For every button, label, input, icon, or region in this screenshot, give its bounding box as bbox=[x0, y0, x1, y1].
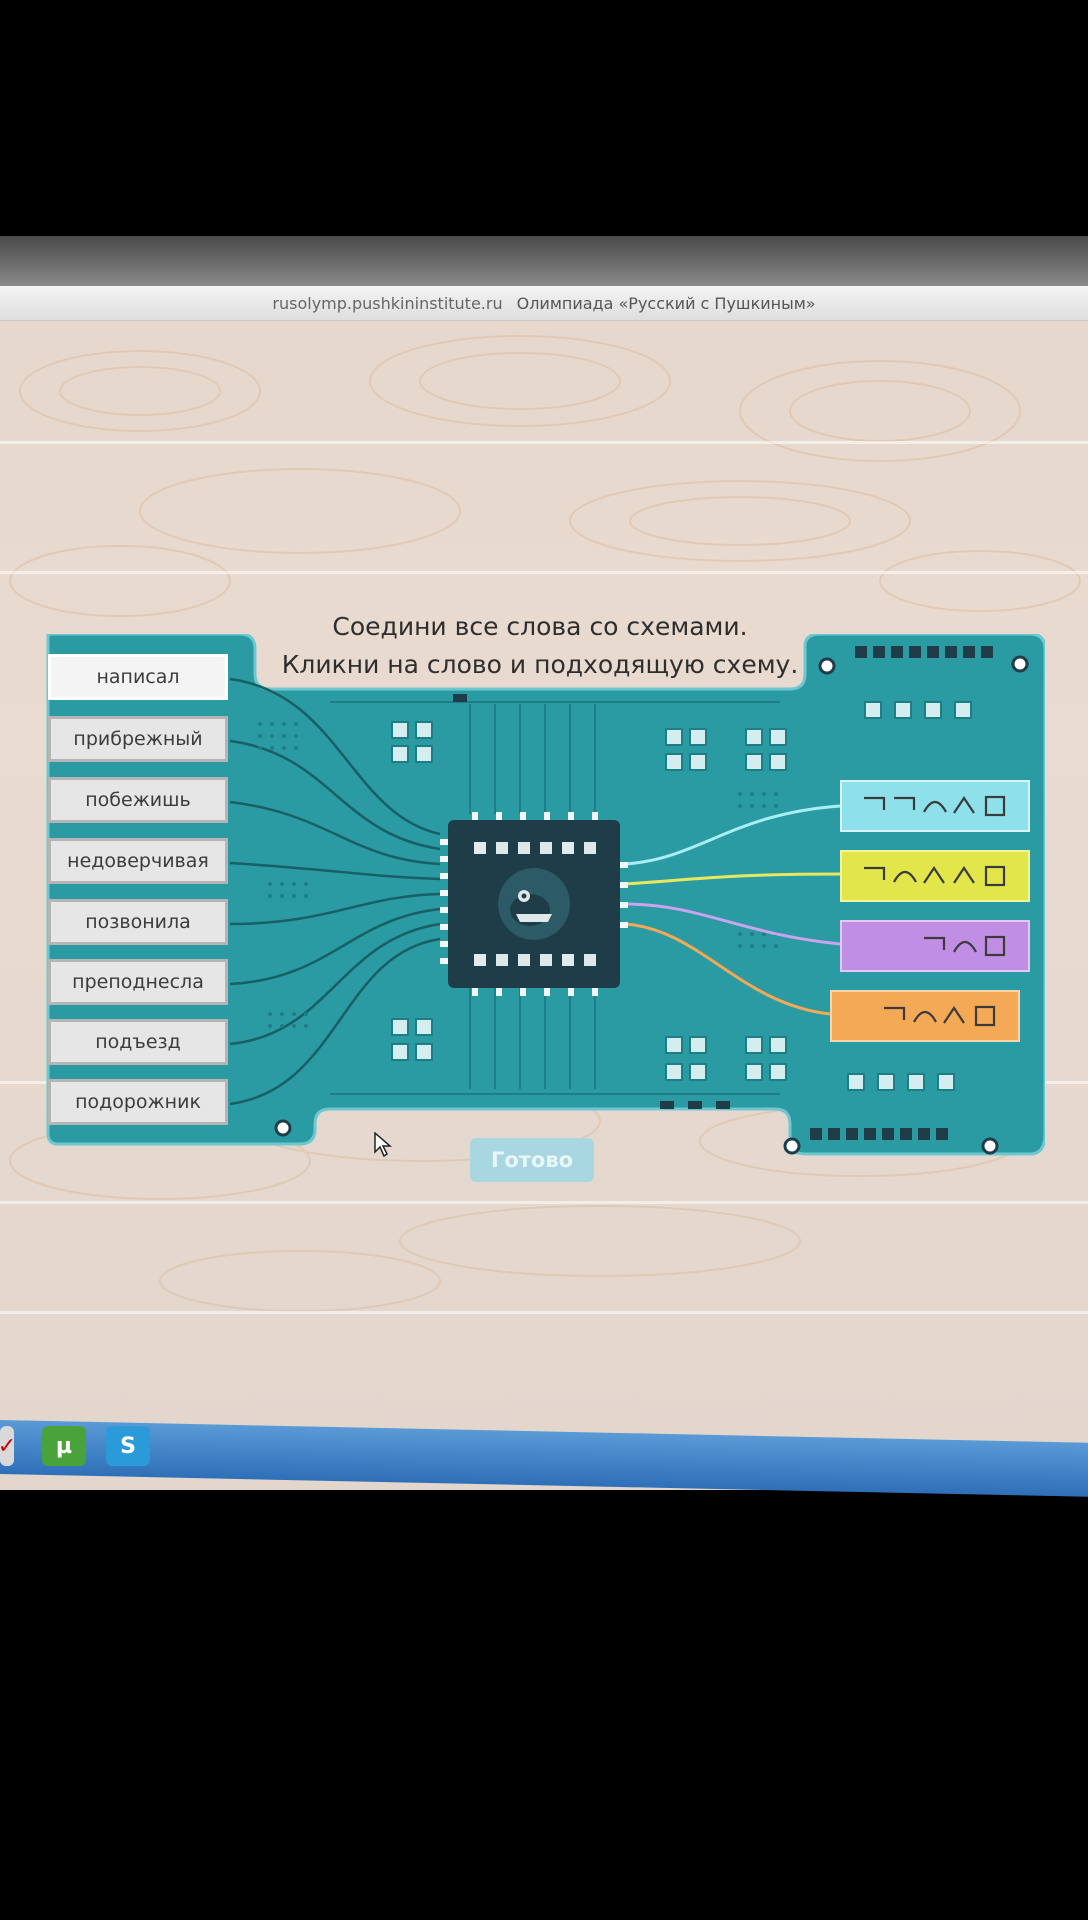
suffix-symbol-icon bbox=[953, 796, 975, 814]
browser-frame bbox=[0, 236, 1088, 286]
ending-symbol-icon bbox=[984, 795, 1006, 817]
scheme-1[interactable] bbox=[840, 780, 1030, 832]
word-napisal[interactable]: написал bbox=[48, 654, 228, 700]
suffix-symbol-icon bbox=[923, 866, 945, 884]
prefix-symbol-icon bbox=[894, 796, 916, 810]
morpheme-scheme bbox=[864, 865, 1006, 887]
word-pribrezhny[interactable]: прибрежный bbox=[48, 716, 228, 762]
circuit-board: написал прибрежный побежишь недоверчивая… bbox=[40, 634, 1045, 1156]
browser-title: Олимпиада «Русский с Пушкиным» bbox=[516, 293, 816, 313]
board-graphic bbox=[46, 634, 1045, 1156]
utorrent-icon[interactable]: µ bbox=[42, 1426, 86, 1466]
ending-symbol-icon bbox=[974, 1005, 996, 1027]
word-pozvonila[interactable]: позвонила bbox=[48, 899, 228, 945]
scheme-3[interactable] bbox=[840, 920, 1030, 972]
prefix-symbol-icon bbox=[864, 866, 886, 880]
prefix-symbol-icon bbox=[884, 1006, 906, 1020]
prefix-symbol-icon bbox=[924, 936, 946, 950]
scheme-2[interactable] bbox=[840, 850, 1030, 902]
word-prepodnesla[interactable]: преподнесла bbox=[48, 959, 228, 1005]
morpheme-scheme bbox=[924, 935, 1006, 957]
root-symbol-icon bbox=[893, 870, 917, 883]
root-symbol-icon bbox=[913, 1010, 937, 1023]
prefix-symbol-icon bbox=[864, 796, 886, 810]
morpheme-scheme bbox=[884, 1005, 996, 1027]
word-pobezhish[interactable]: побежишь bbox=[48, 777, 228, 823]
ending-symbol-icon bbox=[984, 935, 1006, 957]
skype-icon[interactable]: S bbox=[106, 1426, 150, 1466]
instruction-line-2: Кликни на слово и подходящую схему. bbox=[281, 650, 799, 679]
scheme-4[interactable] bbox=[830, 990, 1020, 1042]
root-symbol-icon bbox=[923, 800, 947, 813]
morpheme-scheme bbox=[864, 795, 1006, 817]
browser-titlebar: rusolymp.pushkininstitute.ru Олимпиада «… bbox=[0, 286, 1088, 321]
taskbar-partial-icon[interactable]: ✓ bbox=[0, 1426, 16, 1466]
word-podezd[interactable]: подъезд bbox=[48, 1019, 228, 1065]
mascot-logo bbox=[498, 868, 570, 940]
ready-button[interactable]: Готово bbox=[470, 1138, 594, 1182]
mouse-cursor-icon bbox=[374, 1132, 392, 1158]
word-podorozhnik[interactable]: подорожник bbox=[48, 1079, 228, 1125]
instruction-line-1: Соедини все слова со схемами. bbox=[332, 612, 748, 641]
browser-url: rusolymp.pushkininstitute.ru bbox=[272, 293, 503, 313]
suffix-symbol-icon bbox=[953, 866, 975, 884]
root-symbol-icon bbox=[953, 940, 977, 953]
ending-symbol-icon bbox=[984, 865, 1006, 887]
suffix-symbol-icon bbox=[943, 1006, 965, 1024]
word-nedoverchivaya[interactable]: недоверчивая bbox=[48, 838, 228, 884]
